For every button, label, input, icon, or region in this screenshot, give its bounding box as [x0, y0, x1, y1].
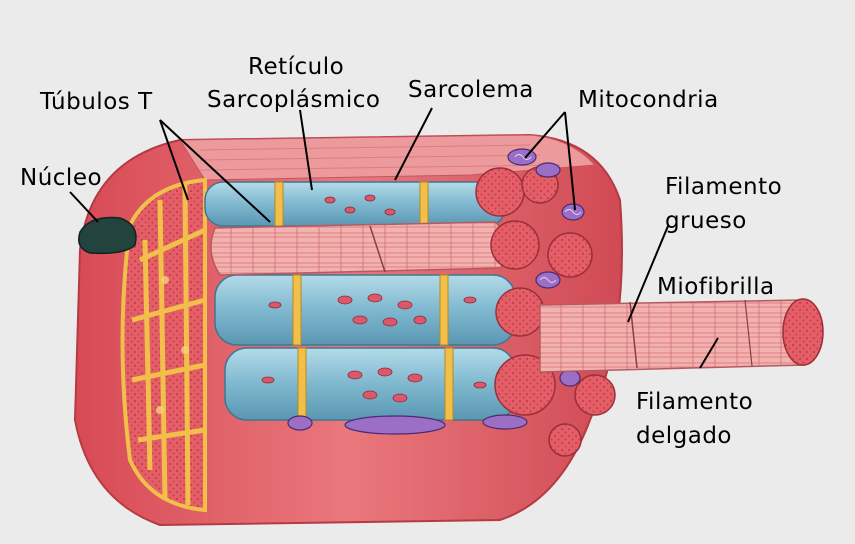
label-reticulo-line1: Retículo	[248, 55, 344, 80]
projecting-myofibril	[540, 299, 823, 372]
label-filamento-grueso-line1: Filamento	[665, 175, 782, 200]
label-filamento-delgado-line2: delgado	[636, 424, 732, 449]
label-tubulos-t: Túbulos T	[40, 90, 153, 115]
label-nucleo: Núcleo	[20, 166, 102, 191]
striated-myofibril-band	[211, 222, 509, 275]
reticulum-bands	[205, 182, 515, 420]
label-filamento-grueso-line2: grueso	[665, 209, 747, 234]
label-miofibrilla: Miofibrilla	[657, 275, 775, 300]
label-mitocondria: Mitocondria	[578, 88, 719, 113]
label-sarcolema: Sarcolema	[408, 78, 534, 103]
label-reticulo-line2: Sarcoplásmico	[207, 88, 380, 113]
label-filamento-delgado-line1: Filamento	[636, 390, 753, 415]
